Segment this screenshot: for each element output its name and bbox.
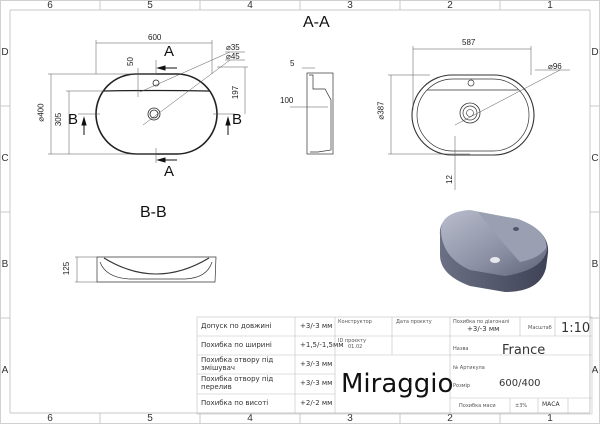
zone-bottom-5: 5 [147, 413, 153, 424]
zone-bottom-6: 6 [47, 413, 53, 424]
dim-center-197: 197 [231, 85, 241, 100]
tol-row-3-value: +3/-3 мм [300, 379, 333, 387]
article-label: № Артикула [453, 365, 485, 371]
dim-depth-400: ⌀400 [36, 103, 46, 122]
diag-tol-value: +3/-3 мм [467, 325, 500, 333]
dim-wall-5: 5 [290, 59, 295, 68]
dim-inner-305: 305 [54, 112, 64, 127]
zone-left-D: D [1, 47, 9, 58]
mass-tol-label: Похибка маси [459, 403, 496, 409]
dim-hole-35: ⌀35 [226, 43, 240, 52]
dim-width-587: 587 [462, 38, 476, 47]
bottom-view [388, 46, 570, 190]
project-id-value: 01.02 [348, 344, 363, 350]
zone-bottom-3: 3 [347, 413, 353, 424]
zone-top-1: 1 [547, 0, 553, 11]
brand-logo: Miraggio [341, 369, 454, 399]
mass-label: МАСА [542, 401, 560, 408]
scale-label: Масштаб [528, 325, 552, 331]
zone-right-A: A [591, 365, 599, 376]
tol-row-4-label: Похибка по висоті [201, 399, 269, 407]
section-mark-b-right: B [232, 111, 243, 128]
zone-right-D: D [591, 47, 599, 58]
zone-top-3: 3 [347, 0, 353, 11]
zone-bottom-4: 4 [247, 413, 253, 424]
tol-row-2-value: +3/-3 мм [300, 360, 333, 368]
dim-depth-387: ⌀387 [376, 101, 386, 120]
dim-depth-100: 100 [280, 96, 294, 105]
zone-top-6: 6 [47, 0, 53, 11]
section-mark-a-bottom: A [164, 163, 175, 180]
tol-row-1-label: Похибка по ширині [201, 341, 272, 349]
date-label: Дата проєкту [396, 319, 432, 325]
section-mark-b-left: B [68, 111, 79, 128]
dim-width-600: 600 [148, 33, 162, 42]
section-mark-a-top: A [164, 43, 175, 60]
zone-left-A: A [1, 365, 9, 376]
zone-right-C: C [591, 153, 599, 164]
dim-hole-45: ⌀45 [226, 52, 240, 61]
section-bb-title: B-B [140, 204, 167, 221]
top-view [48, 40, 248, 163]
diag-tol-label: Похибка по діагоналі [453, 319, 510, 325]
drawing-frame [10, 10, 310, 20]
mass-tol-value: ±3% [515, 403, 528, 409]
tol-row-4-value: +2/-2 мм [300, 399, 333, 407]
section-aa-title: A-A [303, 14, 330, 31]
size-label: Розмір [453, 383, 471, 389]
tol-row-0-value: +3/-3 мм [300, 322, 333, 330]
name-label: Назва [453, 346, 469, 352]
tol-row-2-label: Похибка отвору під змішувач [201, 356, 274, 372]
name-value: France [502, 343, 546, 358]
section-bb [75, 256, 217, 283]
zone-top-2: 2 [447, 0, 453, 11]
zone-left-C: C [1, 153, 9, 164]
tol-row-0-label: Допуск по довжині [201, 322, 272, 330]
zone-left-B: B [1, 259, 9, 270]
scale-value: 1:10 [561, 321, 591, 336]
section-aa-side [290, 67, 334, 155]
title-block-grid [196, 316, 593, 415]
title-block: Допуск по довжині +3/-3 мм Похибка по ши… [197, 317, 592, 414]
dim-drain-96: ⌀96 [548, 62, 562, 71]
render-3d [439, 210, 549, 292]
project-id-label: ID проєкту [338, 338, 367, 344]
dim-rim-12: 12 [444, 175, 454, 184]
tol-row-3-label: Похибка отвору під перелив [201, 375, 274, 391]
dim-height-125: 125 [62, 261, 72, 276]
zone-top-5: 5 [147, 0, 153, 11]
tol-row-1-value: +1,5/-1,5мм [300, 341, 344, 349]
zone-bottom-1: 1 [547, 413, 553, 424]
zone-top-4: 4 [247, 0, 253, 11]
designer-label: Конструктор [338, 319, 372, 325]
zone-right-B: B [591, 259, 599, 270]
dim-offset-50: 50 [125, 57, 135, 66]
size-value: 600/400 [499, 378, 541, 389]
zone-bottom-2: 2 [447, 413, 453, 424]
